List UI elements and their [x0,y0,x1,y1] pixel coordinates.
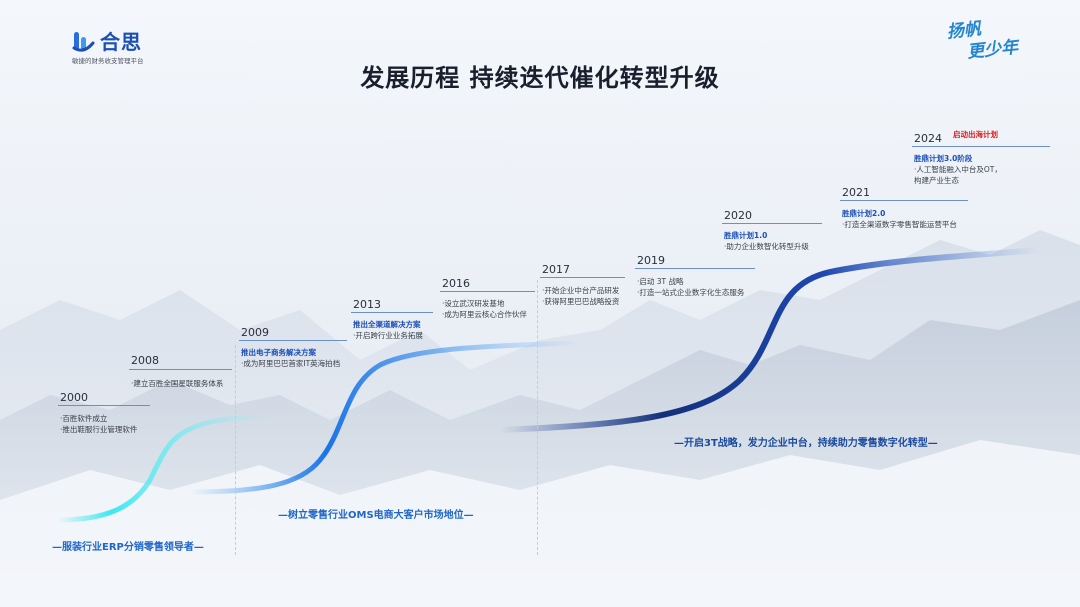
milestone-text: ·开始企业中台产品研发·获得阿里巴巴战略投资 [542,286,620,306]
year-label: 2024 [914,132,942,145]
year-label: 2019 [637,254,665,267]
year-label: 2009 [241,326,269,339]
year-underline [129,369,232,370]
milestone-text: 胜鼎计划2.0·打造全渠道数字零售智能运营平台 [842,209,957,229]
curve-stage-1 [55,414,273,523]
milestone-text: 推出全渠道解决方案·开启跨行业业务拓展 [353,320,423,340]
logo-text: 合思 [100,30,142,54]
year-label: 2000 [60,391,88,404]
logo-subtitle: 敏捷的财务收支管理平台 [72,57,144,65]
year-underline [239,340,347,341]
curve-stage-2 [187,340,583,495]
stage-3-caption: —开启3T战略，发力企业中台，持续助力零售数字化转型— [674,438,938,449]
year-label: 2016 [442,277,470,290]
year-underline [840,200,968,201]
year-underline [351,312,433,313]
milestone-text: ·设立武汉研发基地·成为阿里云核心合作伙伴 [442,299,527,319]
year-label: 2013 [353,298,381,311]
year-label: 2008 [131,354,159,367]
milestone-text: ·建立百胜全国星联服务体系 [131,379,224,388]
year-underline [912,146,1050,147]
year-label: 2021 [842,186,870,199]
year-label: 2017 [542,263,570,276]
stage-2-caption: —树立零售行业OMS电商大客户市场地位— [278,510,474,521]
year-label: 2020 [724,209,752,222]
year-underline [440,291,535,292]
divider-stage-2 [537,280,538,555]
year-underline [635,268,755,269]
page-title: 发展历程 持续迭代催化转型升级 [360,64,720,92]
year-underline [722,223,822,224]
year-underline [58,405,150,406]
brand-logo: 合思 [72,26,142,55]
divider-stage-1 [235,345,236,555]
overseas-tag: 启动出海计划 [953,130,998,139]
curve-stage-3 [497,247,1043,433]
milestone-text: ·百胜软件成立·推出鞋服行业管理软件 [60,414,138,434]
milestone-text: 推出电子商务解决方案·成为阿里巴巴首家IT英海拍档 [241,348,341,368]
milestone-text: ·启动 3T 战略·打造一站式企业数字化生态服务 [637,277,745,297]
stage-1-caption: —服装行业ERP分销零售领导者— [52,542,204,553]
milestone-text: 胜鼎计划1.0·助力企业数智化转型升级 [724,231,809,251]
milestone-text: 胜鼎计划3.0阶段·人工智能融入中台及OT，构建产业生态 [914,154,1002,185]
logo-icon [72,29,96,53]
year-underline [540,277,625,278]
